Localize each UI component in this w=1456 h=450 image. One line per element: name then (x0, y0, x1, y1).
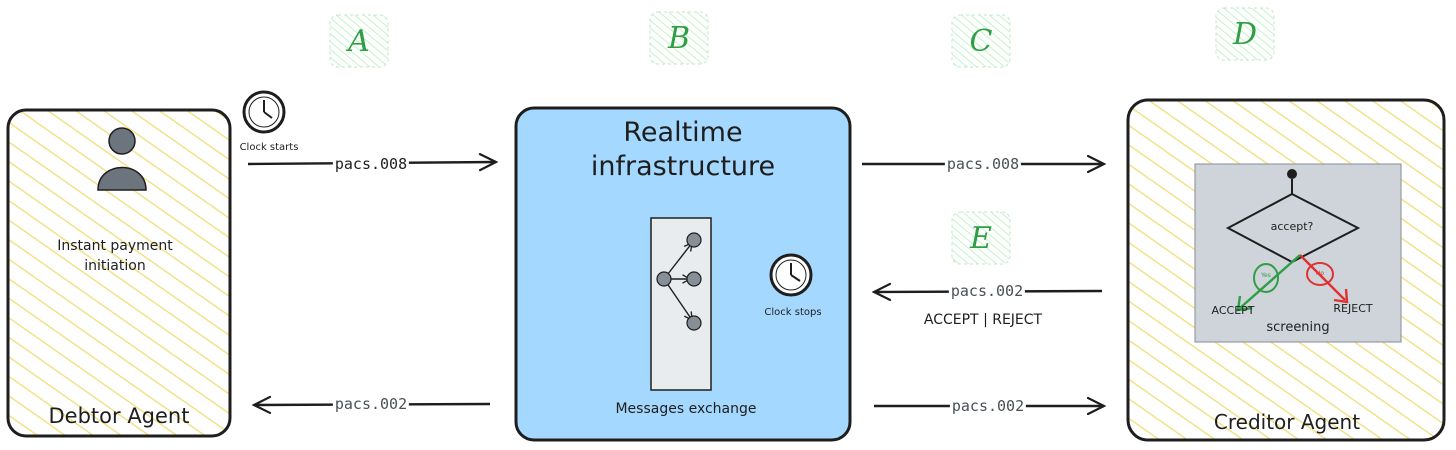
initiation-label: Instant payment initiation (57, 238, 173, 274)
reject-outcome-label: REJECT (1333, 302, 1373, 315)
decision-label: accept? (1270, 220, 1314, 233)
step-label-b: B (667, 20, 691, 56)
accept-reject-note: ACCEPT | REJECT (923, 312, 1043, 328)
message-label-infra-to-creditor: pacs.008 (944, 155, 1022, 173)
no-label: No (1315, 270, 1325, 277)
no-branch (1299, 254, 1349, 304)
step-badge-e (951, 211, 1011, 265)
message-label-debtor-to-infra: pacs.008 (332, 155, 410, 173)
message-graph-icon (650, 217, 712, 391)
step-label-c: C (969, 23, 993, 59)
message-label-creditor-to-infra: pacs.002 (948, 282, 1026, 300)
step-badge-b (649, 11, 709, 65)
accept-outcome-label: ACCEPT (1211, 304, 1255, 317)
creditor-agent-title: Creditor Agent (1213, 410, 1361, 434)
step-badge-a (329, 14, 389, 68)
clock-starts-label: Clock starts (239, 142, 299, 153)
clock-icon (769, 253, 813, 297)
yes-branch (1236, 254, 1301, 312)
step-badge-d (1215, 7, 1275, 61)
step-label-d: D (1232, 16, 1258, 52)
infrastructure-title: Realtime infrastructure (590, 117, 776, 182)
step-label-e: E (970, 220, 992, 256)
step-label-a: A (348, 23, 370, 59)
messages-exchange-label: Messages exchange (615, 401, 757, 417)
yes-label: Yes (1261, 272, 1271, 279)
clock-icon (242, 90, 286, 134)
screening-label: screening (1266, 320, 1330, 335)
person-icon (97, 127, 147, 191)
message-label-infra-to-debtor: pacs.002 (332, 395, 410, 413)
debtor-agent-title: Debtor Agent (48, 404, 190, 428)
message-label-infra-to-creditor-confirm: pacs.002 (949, 397, 1027, 415)
clock-stops-label: Clock stops (764, 307, 822, 318)
step-badge-c (951, 14, 1011, 68)
debtor-agent-box (6, 108, 232, 438)
